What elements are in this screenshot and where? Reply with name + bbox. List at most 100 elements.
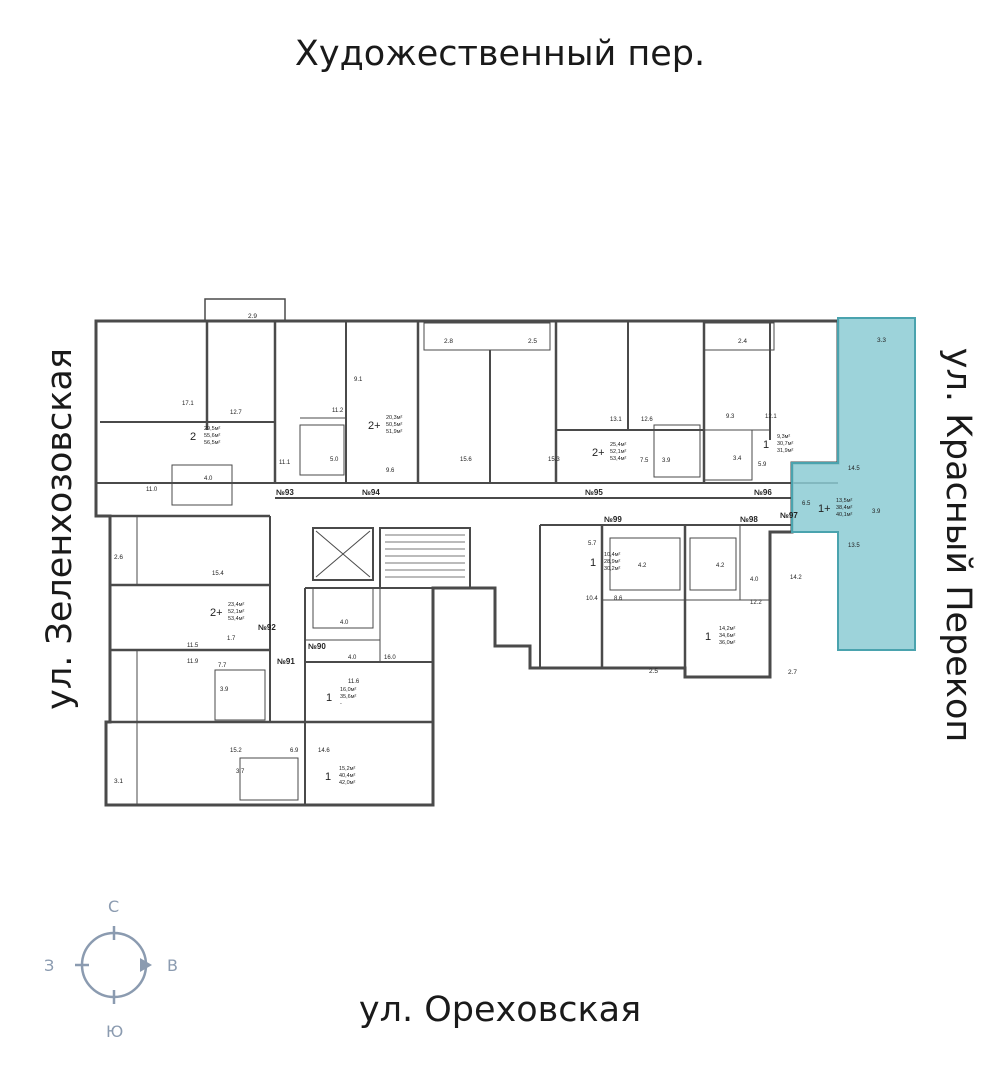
room-area: 3.7 (236, 769, 245, 775)
room-area: 9.1 (354, 377, 363, 383)
apartment-area-line: 56,5м² (204, 440, 220, 446)
apartment-rooms: 1 (590, 557, 596, 569)
apartment-area-line: 23,4м² (228, 602, 244, 608)
room-area: 13.1 (610, 417, 622, 423)
corridor-number: №91 (277, 657, 295, 666)
room-area: 7.7 (218, 663, 227, 669)
apartment-area-line: 10,4м² (604, 552, 620, 558)
room-area: 4.0 (750, 577, 759, 583)
room-area: 13.5 (848, 543, 860, 549)
room-area: 17.1 (182, 401, 194, 407)
corridor-number: №90 (308, 642, 326, 651)
room-area: 8.6 (614, 596, 623, 602)
corridor-number: №94 (362, 488, 380, 497)
apartment-area-line: 51,9м² (386, 429, 402, 435)
balcony-area: 2.8 (444, 338, 453, 345)
apartment-area-line: 30,2м² (604, 566, 620, 572)
apartment-rooms: 1 (325, 771, 331, 783)
room-area: 11.2 (332, 408, 344, 414)
room-area: 15.6 (460, 457, 472, 463)
corridor-number: №96 (754, 488, 772, 497)
room-area: 4.0 (348, 655, 357, 661)
room-area: 11.5 (187, 643, 199, 649)
corridor-number: №93 (276, 488, 294, 497)
compass-west-label: З (44, 956, 55, 975)
room-area: 11.9 (187, 659, 199, 665)
stair-treads (385, 534, 465, 578)
apartment-area-line: 9,3м² (777, 434, 790, 440)
room-area: 1.7 (227, 636, 236, 642)
balcony-area: 2.4 (738, 338, 747, 345)
compass-icon (75, 926, 152, 1004)
apartment-area-line: 28,9м² (604, 559, 620, 565)
room-area: 3.9 (662, 458, 671, 464)
apartment-area-line: 40,1м² (836, 512, 852, 518)
apartment-area-line: 34,6м² (719, 633, 735, 639)
highlighted-apartment-shape[interactable] (791, 317, 916, 651)
compass-east-label: В (167, 956, 178, 975)
room-area: 6.9 (290, 748, 299, 754)
balcony-area: 2.6 (114, 554, 123, 561)
apartment-labels: 229,5м²55,6м²56,5м²2+20,3м²50,5м²51,9м²2… (190, 415, 852, 786)
apartment-area-line: 14,2м² (719, 626, 735, 632)
room-area: 9.6 (386, 468, 395, 474)
apartment-area-line: 38,4м² (836, 505, 852, 511)
room-area: 7.5 (640, 458, 649, 464)
room-area: 11.6 (348, 679, 360, 685)
apartment-area-line: 53,4м² (610, 456, 626, 462)
room-area: 15.3 (548, 457, 560, 463)
apartment-rooms: 1+ (818, 503, 831, 515)
room-area: 14.2 (790, 575, 802, 581)
corridor-number: №95 (585, 488, 603, 497)
room-area: 4.0 (340, 620, 349, 626)
room-area: 6.5 (802, 501, 811, 507)
room-area: 14.5 (848, 466, 860, 472)
apartment-rooms: 2+ (368, 420, 381, 432)
apartment-area-line: 16,0м² (340, 687, 356, 693)
room-area: 4.2 (716, 563, 725, 569)
street-label-south: ул. Ореховская (358, 990, 642, 1030)
apartment-area-line: 36,0м² (719, 640, 735, 646)
balcony-area: 3.1 (114, 778, 123, 785)
apartment-area-line: 31,9м² (777, 448, 793, 454)
corridor-number: №92 (258, 623, 276, 632)
apartment-area-line: 52,1м² (228, 609, 244, 615)
apartment-area-line: 53,4м² (228, 616, 244, 622)
room-area: 5.7 (588, 541, 597, 547)
highlighted-apartment[interactable] (791, 317, 916, 651)
room-area: 4.2 (638, 563, 647, 569)
balcony-area: 2.7 (788, 669, 797, 676)
room-area: 5.9 (758, 462, 767, 468)
room-area: 12.1 (765, 414, 777, 420)
room-area: 14.6 (318, 748, 330, 754)
apartment-area-line: 29,5м² (204, 426, 220, 432)
apartment-area-line: 40,4м² (339, 773, 355, 779)
apartment-area-line: 35,6м² (340, 694, 356, 700)
room-area: 12.7 (230, 410, 242, 416)
room-area: 12.6 (641, 417, 653, 423)
apartment-rooms: 1 (763, 439, 769, 451)
room-area: 3.4 (733, 456, 742, 462)
room-area: 5.0 (330, 457, 339, 463)
corridor-number: №97 (780, 511, 798, 520)
apartment-area-line: - (340, 701, 342, 707)
apartment-area-line: 15,2м² (339, 766, 355, 772)
room-area: 15.4 (212, 571, 224, 577)
apartment-rooms: 2+ (592, 447, 605, 459)
apartment-area-line: 30,7м² (777, 441, 793, 447)
room-area: 12.2 (750, 600, 762, 606)
apartment-area-line: 13,5м² (836, 498, 852, 504)
